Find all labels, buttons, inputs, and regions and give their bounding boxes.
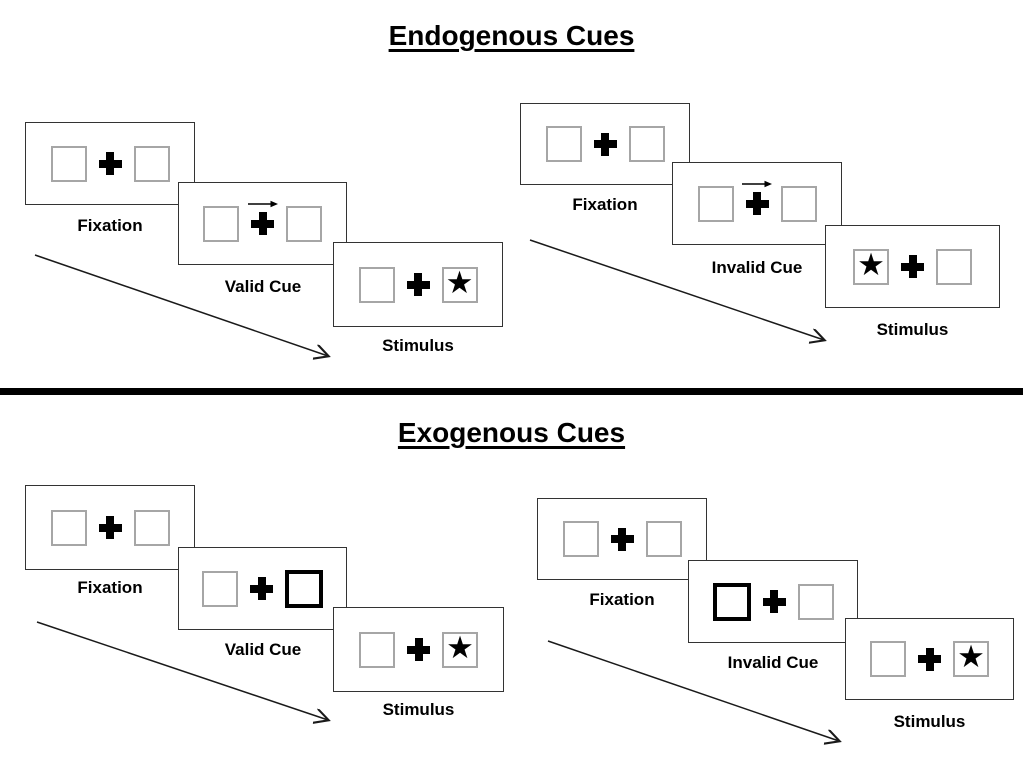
center-fixation [901,255,924,278]
left-box [359,631,395,668]
panel-label: Fixation [572,195,638,214]
fixation-cross-icon [745,192,769,215]
fixation-cross-icon [98,152,122,175]
fixation-cross-icon [98,516,122,539]
panel-label: Fixation [77,578,143,597]
cue-arrow-icon [742,180,772,188]
fixation-panel [25,485,195,570]
left-box: ★ [853,246,889,285]
panel-label: Stimulus [893,712,966,731]
stimulus-panel: ★ [845,618,1014,700]
fixation-cross-icon [918,647,941,671]
target-star-icon: ★ [445,264,474,301]
center-fixation [593,132,617,156]
left-box [545,126,582,162]
center-fixation [98,152,122,175]
right-box [780,185,817,222]
panel-label: Invalid Cue [711,258,803,277]
right-box [936,248,972,285]
target-star-icon: ★ [857,246,885,283]
left-box [697,185,734,222]
right-box [797,583,834,620]
center-fixation [762,590,786,613]
fixation-cross-icon [610,527,634,551]
right-box: ★ [441,264,478,303]
left-box [202,570,238,607]
timeline-arrow [529,239,824,340]
right-box: ★ [953,641,989,677]
fixation-cross-icon [251,212,274,235]
center-fixation [610,527,634,551]
timeline-arrow [36,621,328,720]
right-box [286,205,322,242]
right-box [628,126,665,162]
timeline-arrow [547,640,839,741]
fixation-panel [25,122,195,205]
fixation-panel [537,498,707,580]
fixation-cross-icon [593,132,617,156]
panel-label: Stimulus [876,320,949,339]
left-box [870,641,906,677]
cue-panel [688,560,858,643]
panel-label: Stimulus [382,700,455,719]
fixation-cross-icon [901,255,924,278]
right-box [133,509,170,546]
center-fixation [918,647,941,671]
left-box [203,205,239,242]
panel-label: Stimulus [382,336,454,355]
center-fixation [406,273,430,296]
stimulus-panel: ★ [825,225,1000,308]
section-title-exogenous: Exogenous Cues [397,417,626,448]
target-star-icon: ★ [957,639,985,675]
left-box [50,145,87,182]
section-divider [0,388,1023,395]
center-fixation [742,180,772,215]
right-box: ★ [442,629,478,668]
panel-label: Invalid Cue [727,653,819,672]
center-fixation [98,516,122,539]
cue-panel [178,547,347,630]
target-star-icon: ★ [446,629,474,666]
stimulus-panel: ★ [333,242,503,327]
right-box-highlighted [285,569,323,608]
center-fixation [407,638,430,661]
cue-panel [178,182,347,265]
center-fixation [250,577,273,600]
fixation-cross-icon [250,577,273,600]
right-box [645,521,682,557]
left-box-highlighted [712,582,751,621]
fixation-cross-icon [407,638,430,661]
panel-label: Valid Cue [224,277,302,296]
panel-label: Fixation [589,590,655,609]
panel-label: Fixation [77,216,143,235]
right-box [133,145,170,182]
cue-panel [672,162,842,245]
section-title-endogenous: Endogenous Cues [388,20,635,51]
fixation-cross-icon [406,273,430,296]
timeline-arrow [34,254,328,356]
fixation-cross-icon [762,590,786,613]
fixation-panel [520,103,690,185]
left-box [50,509,87,546]
left-box [358,266,395,303]
cue-arrow-icon [247,200,278,208]
center-fixation [247,200,278,235]
panel-label: Valid Cue [224,640,302,659]
stimulus-panel: ★ [333,607,504,692]
left-box [562,521,599,557]
